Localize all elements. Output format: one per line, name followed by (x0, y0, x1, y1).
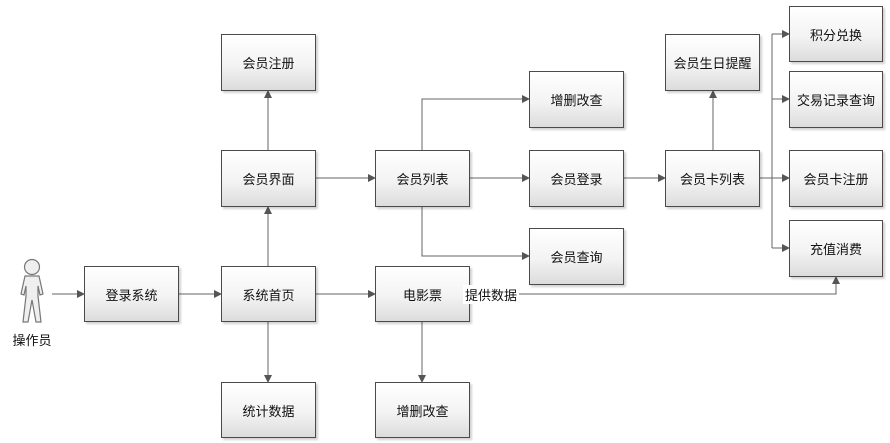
node-member-ui: 会员界面 (221, 150, 316, 207)
operator-actor: 操作员 (12, 258, 52, 349)
node-statistics: 统计数据 (221, 382, 316, 438)
node-login-system: 登录系统 (84, 266, 179, 322)
node-movie-ticket: 电影票 (375, 266, 470, 322)
actor-label: 操作员 (12, 334, 52, 349)
node-member-register: 会员注册 (221, 34, 316, 91)
edge-label-provide-data: 提供数据 (463, 285, 520, 304)
node-transaction-query: 交易记录查询 (789, 71, 883, 128)
edge-movie-recharge (470, 276, 840, 295)
node-points-exchange: 积分兑换 (789, 6, 883, 62)
node-member-query: 会员查询 (529, 228, 624, 285)
node-system-home: 系统首页 (221, 266, 316, 322)
node-member-list: 会员列表 (375, 150, 470, 207)
node-card-list: 会员卡列表 (665, 150, 760, 207)
node-member-login: 会员登录 (529, 150, 624, 207)
node-member-crud: 增删改查 (529, 71, 624, 128)
node-birthday-reminder: 会员生日提醒 (665, 34, 760, 91)
node-recharge: 充值消费 (789, 220, 883, 277)
edge-list-query (421, 207, 530, 260)
stick-figure-icon (20, 258, 44, 323)
node-movie-crud: 增删改查 (375, 382, 470, 438)
edge-list-crud (421, 95, 530, 150)
node-card-register: 会员卡注册 (789, 150, 883, 207)
